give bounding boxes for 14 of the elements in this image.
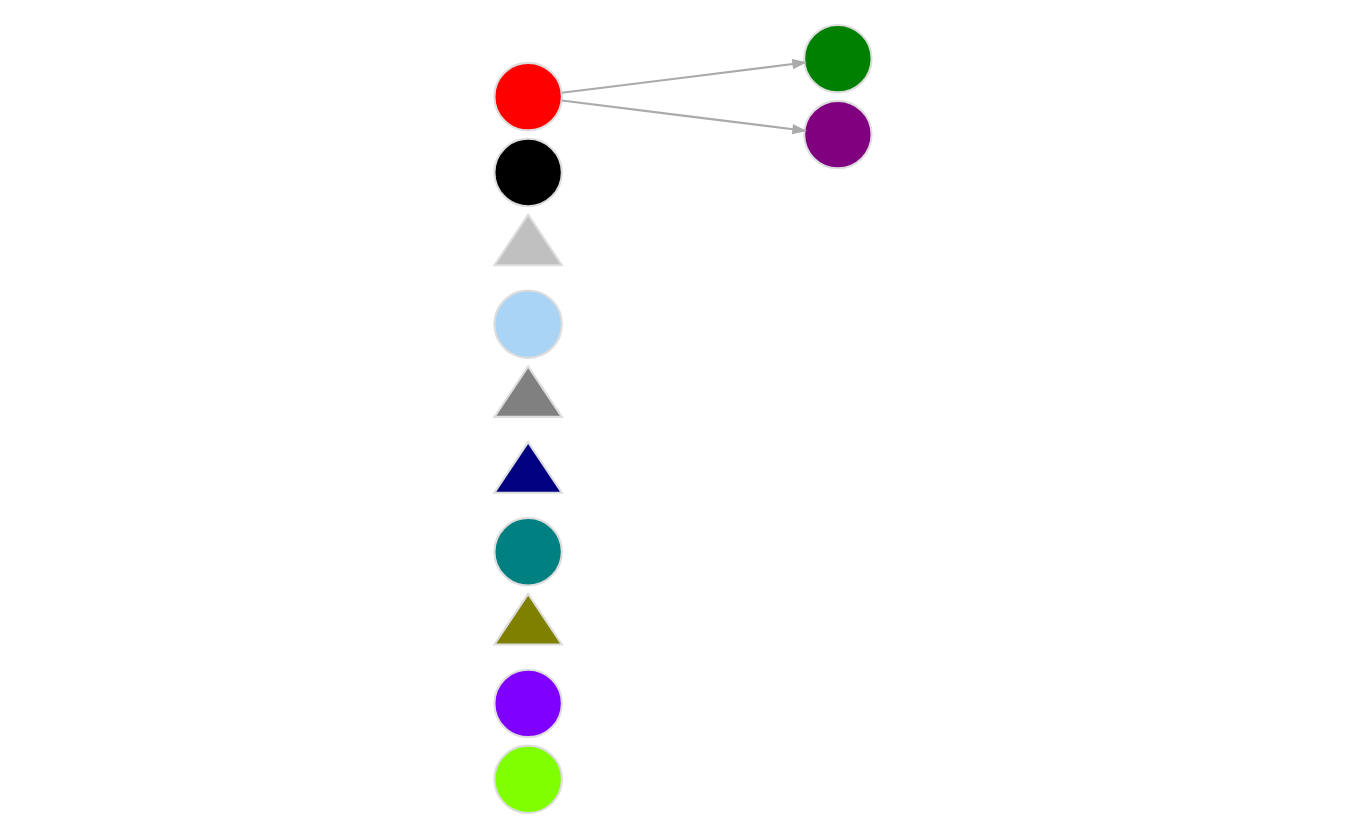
node-circle <box>492 744 562 815</box>
node-circle <box>802 99 872 170</box>
node-circle <box>492 137 562 208</box>
node-circle <box>492 61 562 132</box>
node-triangle <box>491 591 563 646</box>
arrow <box>560 99 807 135</box>
node-triangle <box>491 364 563 418</box>
node-circle <box>492 516 562 587</box>
node-circle <box>492 668 562 739</box>
node-triangle <box>491 440 563 494</box>
node-circle <box>492 289 562 359</box>
node-triangle <box>491 212 563 267</box>
arrow <box>560 58 807 94</box>
node-circle <box>802 23 872 94</box>
